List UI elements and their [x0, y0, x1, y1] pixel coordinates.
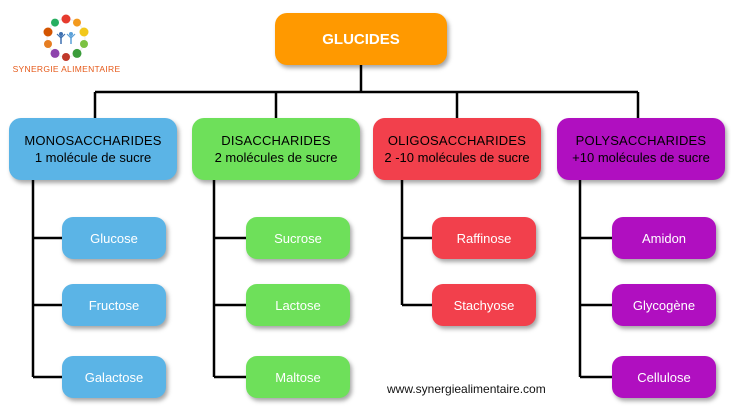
leaf-node: Amidon	[612, 217, 716, 259]
leaf-node: Sucrose	[246, 217, 350, 259]
category-subtitle: +10 molécules de sucre	[572, 150, 710, 165]
leaf-label: Raffinose	[456, 230, 512, 246]
category-subtitle: 1 molécule de sucre	[34, 150, 152, 165]
category-title: OLIGOSACCHARIDES	[387, 133, 527, 148]
leaf-label: Cellulose	[637, 369, 691, 385]
category-node-0: MONOSACCHARIDES 1 molécule de sucre	[9, 118, 177, 180]
website-url: www.synergiealimentaire.com	[387, 382, 546, 396]
root-label: GLUCIDES	[322, 30, 400, 48]
leaf-node: Galactose	[62, 356, 166, 398]
leaf-label: Lactose	[275, 297, 321, 313]
leaf-node: Raffinose	[432, 217, 536, 259]
leaf-node: Stachyose	[432, 284, 536, 326]
category-subtitle: 2 -10 molécules de sucre	[384, 150, 530, 165]
leaf-node: Glycogène	[612, 284, 716, 326]
category-title: DISACCHARIDES	[221, 133, 331, 148]
logo-text: SYNERGIE ALIMENTAIRE	[12, 64, 121, 74]
category-subtitle: 2 molécules de sucre	[214, 150, 338, 165]
category-title: MONOSACCHARIDES	[24, 133, 162, 148]
leaf-label: Stachyose	[453, 297, 515, 313]
leaf-label: Sucrose	[274, 230, 322, 246]
fruit-wreath-icon	[43, 14, 89, 61]
leaf-label: Fructose	[88, 297, 140, 313]
leaf-node: Lactose	[246, 284, 350, 326]
synergie-alimentaire-logo: SYNERGIE ALIMENTAIRE	[4, 8, 129, 80]
leaf-label: Maltose	[275, 369, 321, 385]
leaf-node: Fructose	[62, 284, 166, 326]
category-node-1: DISACCHARIDES 2 molécules de sucre	[192, 118, 360, 180]
category-node-2: OLIGOSACCHARIDES 2 -10 molécules de sucre	[373, 118, 541, 180]
leaf-node: Cellulose	[612, 356, 716, 398]
leaf-label: Glucose	[90, 230, 138, 246]
category-node-3: POLYSACCHARIDES +10 molécules de sucre	[557, 118, 725, 180]
leaf-label: Glycogène	[632, 297, 696, 313]
leaf-label: Amidon	[641, 230, 687, 246]
leaf-label: Galactose	[84, 369, 144, 385]
leaf-node: Glucose	[62, 217, 166, 259]
leaf-node: Maltose	[246, 356, 350, 398]
root-node: GLUCIDES	[275, 13, 447, 65]
category-title: POLYSACCHARIDES	[575, 133, 707, 148]
